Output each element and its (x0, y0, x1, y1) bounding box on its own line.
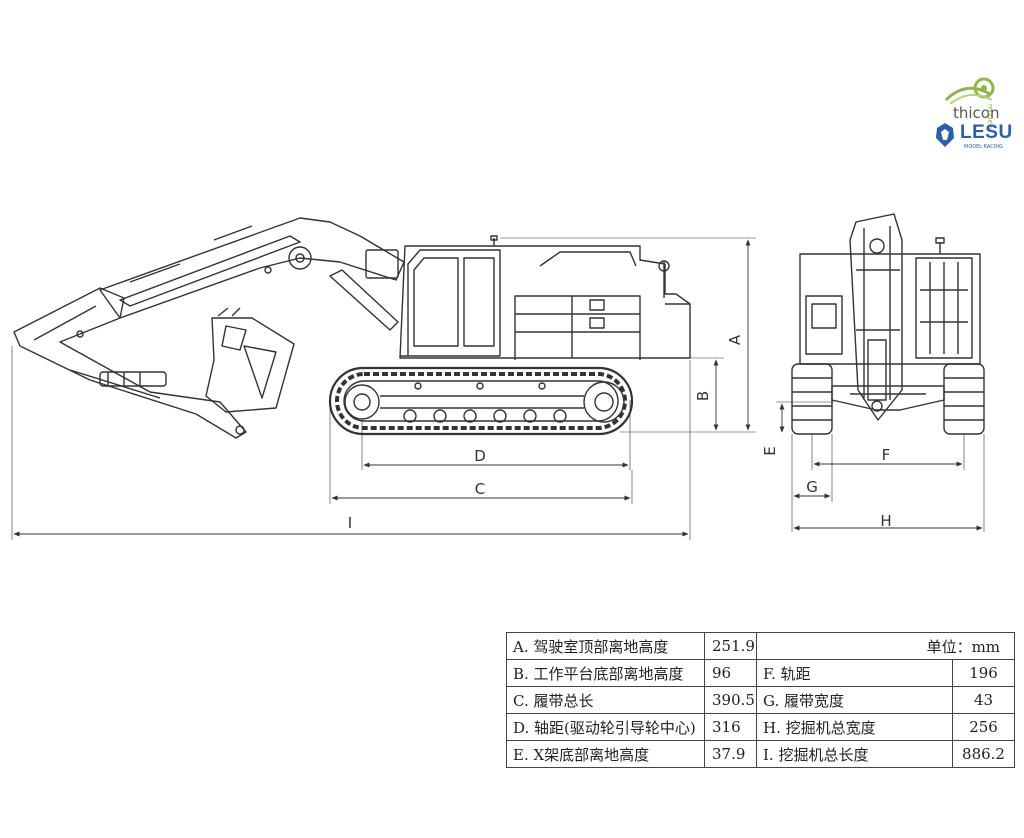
spec-value: 96 (704, 659, 757, 687)
brand-logos: thicon models LESU MODEL RACING (930, 74, 1020, 154)
dim-label-b: B (694, 391, 712, 401)
spec-label: C. 履带总长 (506, 686, 705, 714)
side-arm (13, 287, 247, 439)
spec-table: A. 驾驶室顶部离地高度 251.9 单位：mm B. 工作平台底部离地高度 9… (506, 632, 1016, 768)
spec-label: E. X架底部离地高度 (506, 740, 705, 768)
spec-label: H. 挖掘机总宽度 (756, 713, 953, 741)
dimension-letters: A B D C I E F G H (348, 334, 892, 532)
spec-label: D. 轴距(驱动轮引导轮中心) (506, 713, 705, 741)
spec-label: A. 驾驶室顶部离地高度 (506, 632, 705, 660)
side-upper-structure (399, 235, 691, 360)
thicon-wordmark: thicon (953, 104, 1000, 122)
spec-value: 251.9 (704, 632, 757, 660)
side-track (328, 366, 634, 436)
side-view (13, 217, 691, 439)
table-row: A. 驾驶室顶部离地高度 251.9 单位：mm (506, 632, 1016, 660)
table-row: D. 轴距(驱动轮引导轮中心) 316 H. 挖掘机总宽度 256 (506, 713, 1016, 741)
dim-label-h: H (880, 512, 891, 530)
front-right-track (943, 363, 985, 435)
spec-label: I. 挖掘机总长度 (756, 740, 953, 768)
front-undercarriage (831, 385, 945, 411)
dim-label-i: I (348, 514, 352, 532)
front-boom (849, 213, 903, 421)
dim-label-e: E (761, 446, 779, 455)
dimension-lines (11, 237, 985, 540)
front-left-track (791, 363, 833, 435)
spec-label: B. 工作平台底部离地高度 (506, 659, 705, 687)
table-row: B. 工作平台底部离地高度 96 F. 轨距 196 (506, 659, 1016, 687)
table-row: E. X架底部离地高度 37.9 I. 挖掘机总长度 886.2 (506, 740, 1016, 768)
dim-label-a: A (726, 334, 744, 345)
dim-label-c: C (475, 480, 485, 498)
side-bucket (205, 307, 295, 413)
spec-label: G. 履带宽度 (756, 686, 953, 714)
dim-label-g: G (806, 478, 818, 496)
spec-value: 256 (951, 713, 1016, 741)
lesu-sub-wordmark: MODEL RACING (964, 144, 1003, 150)
side-cab (400, 249, 501, 357)
unit-label: 单位：mm (755, 632, 1016, 660)
dim-label-d: D (474, 447, 486, 465)
spec-value: 37.9 (704, 740, 757, 768)
lesu-wordmark: LESU (960, 122, 1013, 143)
side-boom (99, 217, 405, 331)
thicon-sub-wordmark: models (986, 104, 994, 130)
spec-value: 316 (704, 713, 757, 741)
spec-label: F. 轨距 (756, 659, 953, 687)
spec-value: 196 (951, 659, 1016, 687)
spec-value: 886.2 (951, 740, 1016, 768)
spec-value: 390.5 (704, 686, 757, 714)
lesu-lion-icon (936, 123, 954, 147)
front-view (791, 213, 985, 435)
spec-value: 43 (951, 686, 1016, 714)
dim-label-f: F (882, 446, 891, 464)
thicon-gear-icon (944, 77, 995, 105)
table-row: C. 履带总长 390.5 G. 履带宽度 43 (506, 686, 1016, 714)
